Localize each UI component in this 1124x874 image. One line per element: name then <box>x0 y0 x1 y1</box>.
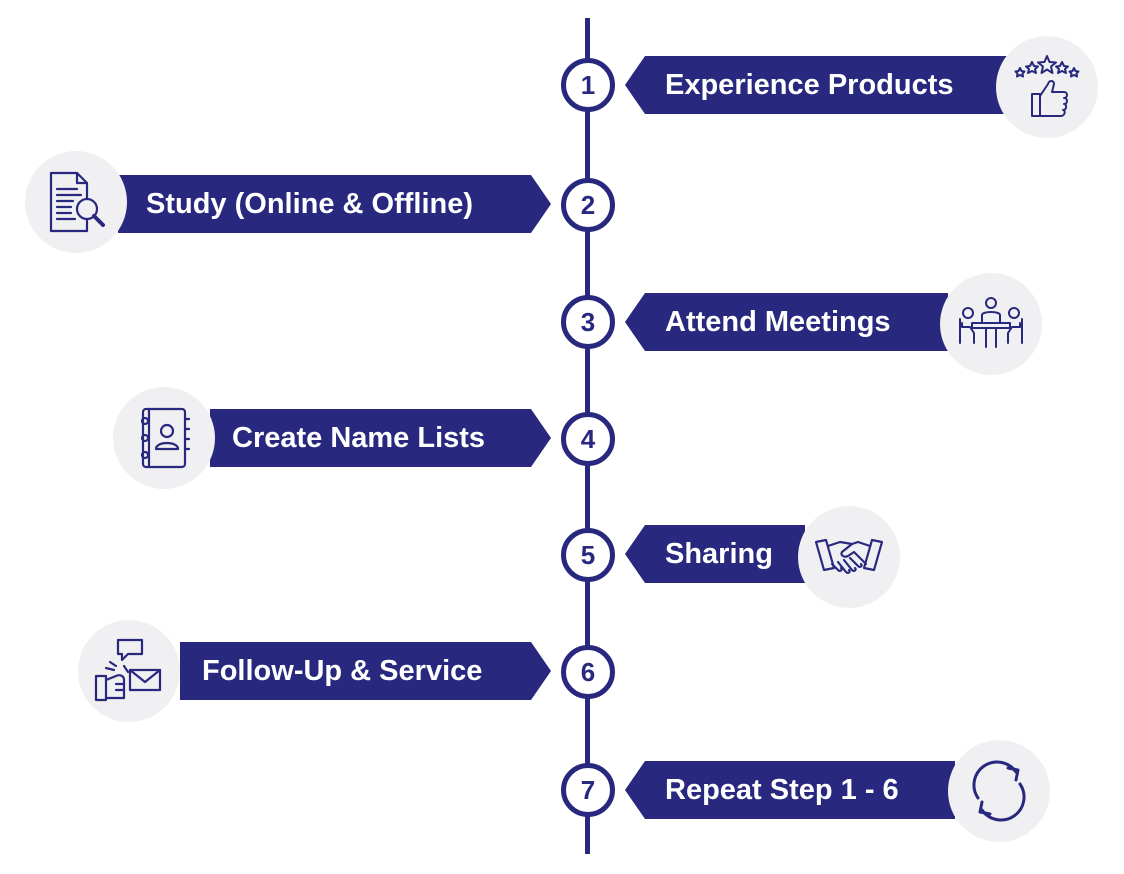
step-label: Study (Online & Offline) <box>146 187 474 220</box>
hand-envelope-chat-icon <box>78 620 180 722</box>
step-label: Create Name Lists <box>232 421 486 454</box>
step-banner-3: Attend Meetings <box>625 293 948 351</box>
step-number-2: 2 <box>561 178 615 232</box>
step-label: Repeat Step 1 - 6 <box>665 773 899 806</box>
step-number-7: 7 <box>561 763 615 817</box>
step-banner-1: Experience Products <box>625 56 1027 114</box>
step-number-6: 6 <box>561 645 615 699</box>
meeting-table-icon <box>940 273 1042 375</box>
step-banner-2: Study (Online & Offline) <box>118 175 551 233</box>
address-book-icon <box>113 387 215 489</box>
step-label: Experience Products <box>665 68 954 101</box>
refresh-cycle-icon <box>948 740 1050 842</box>
step-banner-7: Repeat Step 1 - 6 <box>625 761 955 819</box>
step-number-5: 5 <box>561 528 615 582</box>
step-number-4: 4 <box>561 412 615 466</box>
step-banner-6: Follow-Up & Service <box>180 642 551 700</box>
step-label: Sharing <box>665 537 773 570</box>
step-banner-5: Sharing <box>625 525 805 583</box>
step-label: Follow-Up & Service <box>202 654 483 687</box>
step-banner-4: Create Name Lists <box>210 409 551 467</box>
handshake-icon <box>798 506 900 608</box>
thumbs-up-stars-icon <box>996 36 1098 138</box>
document-search-icon <box>25 151 127 253</box>
step-number-1: 1 <box>561 58 615 112</box>
step-number-3: 3 <box>561 295 615 349</box>
step-label: Attend Meetings <box>665 305 891 338</box>
